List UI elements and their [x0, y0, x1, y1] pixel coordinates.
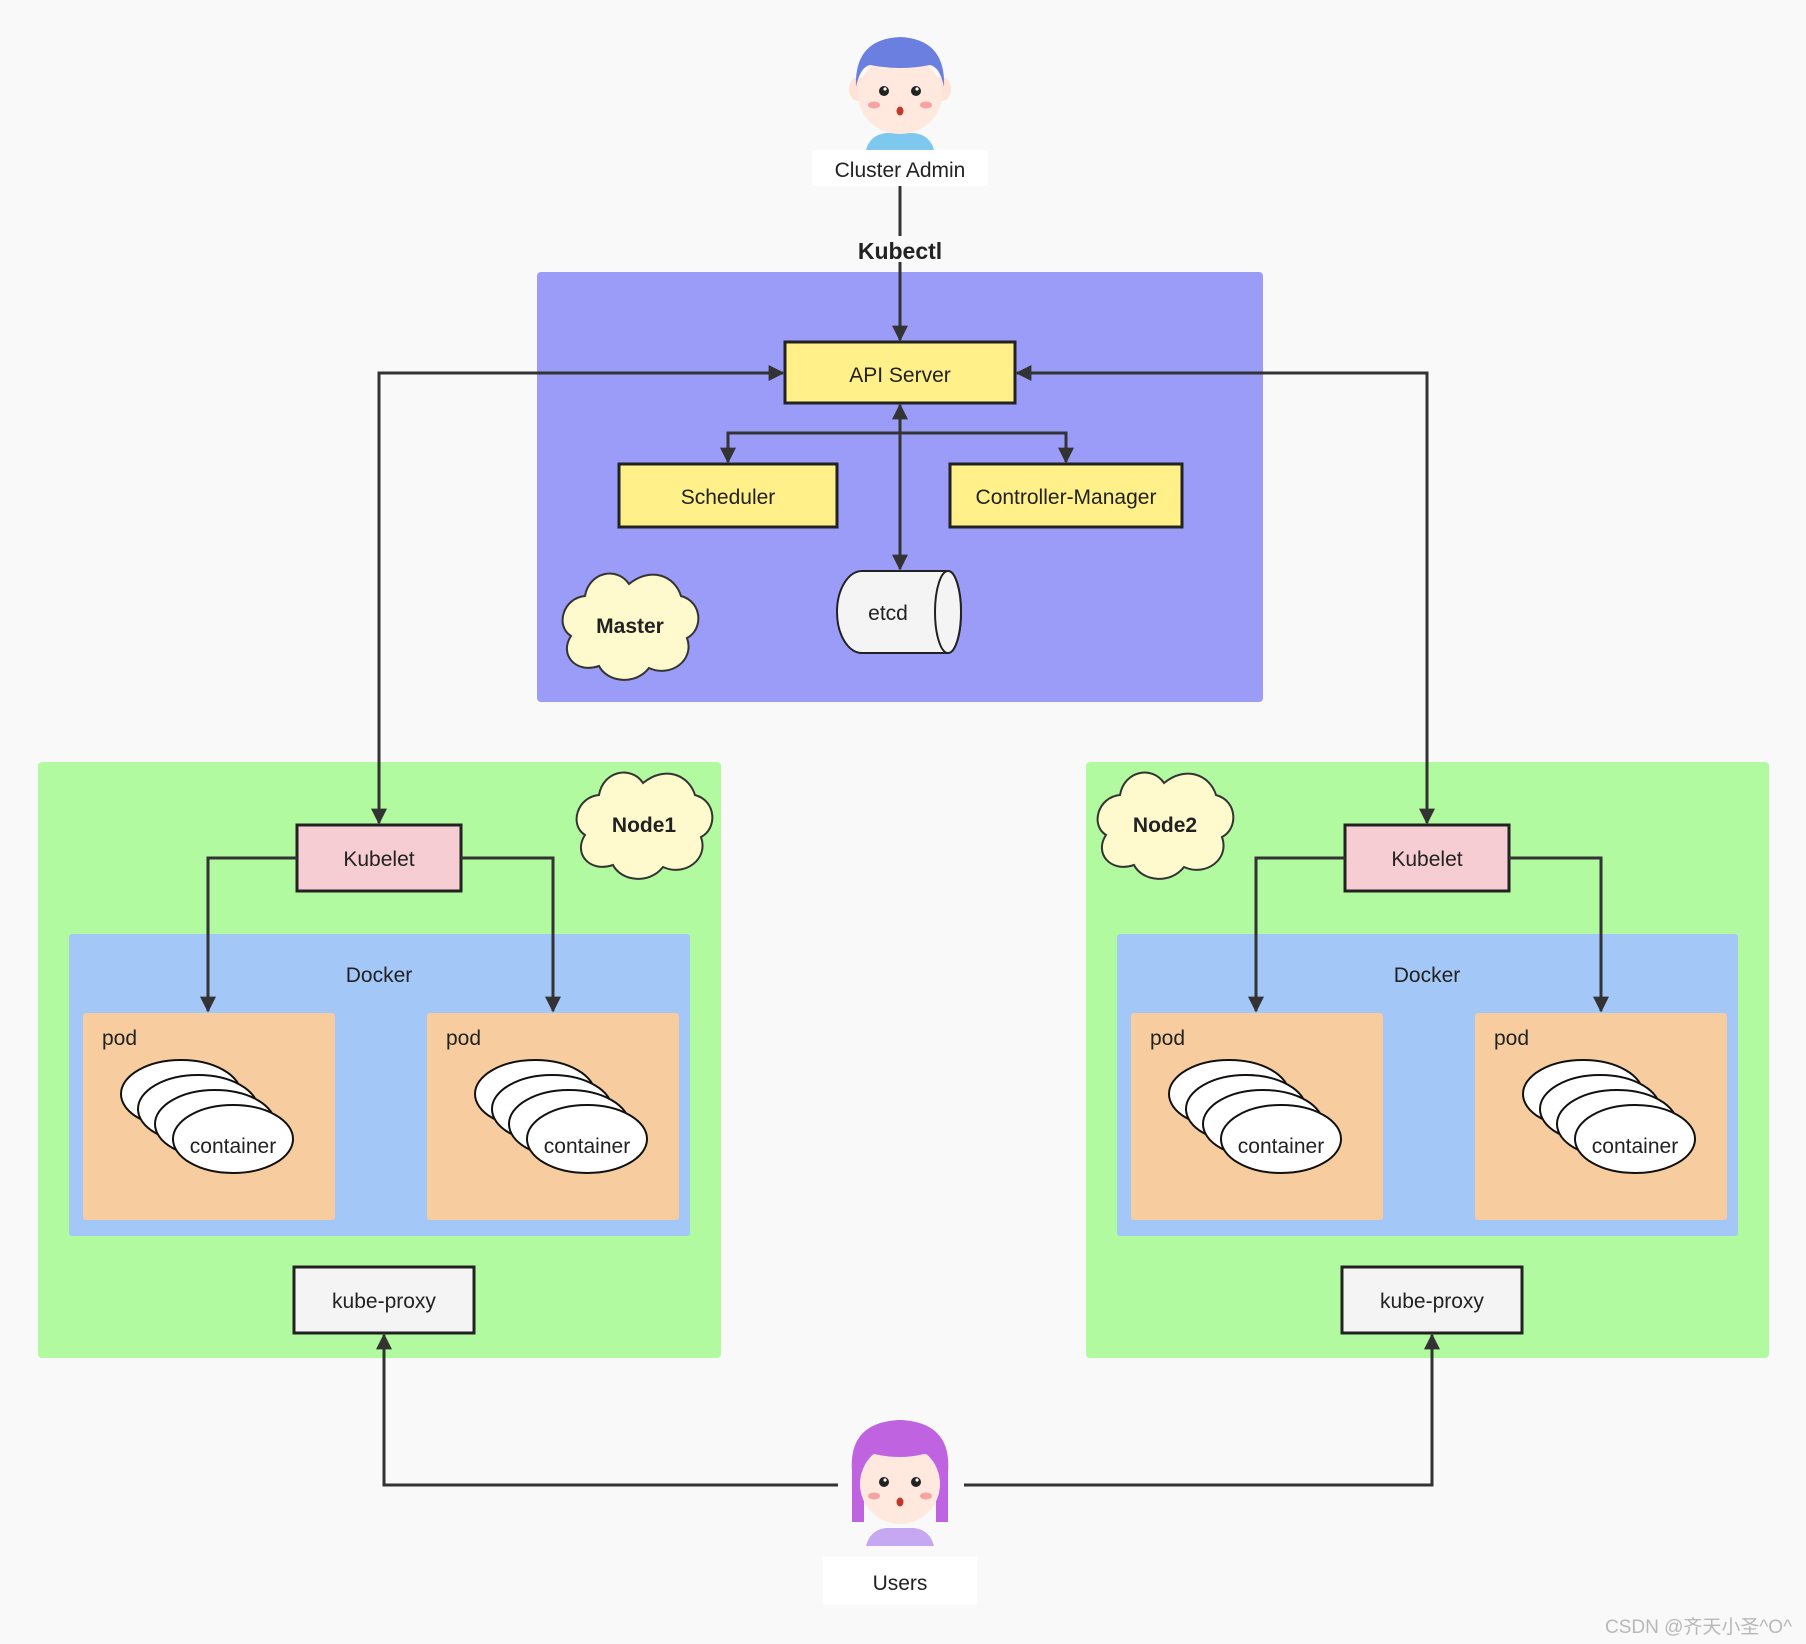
- api-server-label: API Server: [849, 364, 951, 387]
- node1-kubelet-pod1-arrow: [200, 856, 297, 1013]
- node1-pod1-label: pod: [102, 1027, 137, 1050]
- node1-pod1-containers: [120, 1059, 294, 1174]
- node1-kubelet-box: [295, 823, 463, 893]
- users-node2-proxy-arrow: [964, 1333, 1440, 1487]
- node1-pod1-container-label: container: [190, 1135, 276, 1158]
- controller-manager-label: Controller-Manager: [976, 486, 1157, 509]
- cluster-admin-label: Cluster Admin: [835, 159, 966, 182]
- etcd-label: etcd: [868, 602, 908, 625]
- scheduler-label: Scheduler: [681, 486, 776, 509]
- api-node1-kubelet-arrow: [371, 365, 785, 825]
- kubectl-label: Kubectl: [858, 238, 942, 264]
- node2-kube-proxy-box: [1340, 1265, 1524, 1335]
- node2-pod2-label: pod: [1494, 1027, 1529, 1050]
- node1-pod2-label: pod: [446, 1027, 481, 1050]
- node1-label: Node1: [612, 814, 677, 837]
- cluster-admin-avatar: [849, 37, 951, 150]
- users-label-bg: [823, 1557, 977, 1605]
- node1-kubelet-label: Kubelet: [343, 848, 414, 871]
- watermark: CSDN @齐天小圣^O^: [1605, 1616, 1792, 1638]
- node1-kube-proxy-box: [292, 1265, 476, 1335]
- node2-pod1-containers: [1168, 1059, 1342, 1174]
- api-server-box: [783, 340, 1017, 405]
- connectors: [200, 186, 1609, 1487]
- node2-pod2-containers: [1522, 1059, 1696, 1174]
- etcd-cylinder: [836, 570, 962, 654]
- api-to-controller-arrow: [900, 431, 1074, 464]
- node2-pod1-container-label: container: [1238, 1135, 1324, 1158]
- users-node1-proxy-arrow: [376, 1333, 838, 1487]
- api-node2-kubelet-arrow: [1015, 365, 1435, 825]
- master-label: Master: [596, 615, 664, 638]
- admin-label-bg: [812, 150, 988, 186]
- node2-kubelet-label: Kubelet: [1391, 848, 1462, 871]
- node1-kubelet-pod2-arrow: [461, 856, 561, 1013]
- node2-kubelet-pod1-arrow: [1248, 856, 1345, 1013]
- api-to-scheduler-arrow: [720, 431, 900, 464]
- node2-label: Node2: [1133, 814, 1197, 837]
- node1-kube-proxy-label: kube-proxy: [332, 1290, 436, 1313]
- node1-pod2-container-label: container: [544, 1135, 630, 1158]
- node2-pod2-container-label: container: [1592, 1135, 1678, 1158]
- node2-kube-proxy-label: kube-proxy: [1380, 1290, 1484, 1313]
- users-label: Users: [873, 1572, 928, 1595]
- node1-pod2-containers: [474, 1059, 648, 1174]
- node1-docker-label: Docker: [346, 964, 413, 987]
- node2-kubelet-pod2-arrow: [1509, 856, 1609, 1013]
- node2-pod1-label: pod: [1150, 1027, 1185, 1050]
- node2-docker-label: Docker: [1394, 964, 1461, 987]
- users-avatar: [851, 1420, 949, 1546]
- node2-kubelet-box: [1343, 823, 1511, 893]
